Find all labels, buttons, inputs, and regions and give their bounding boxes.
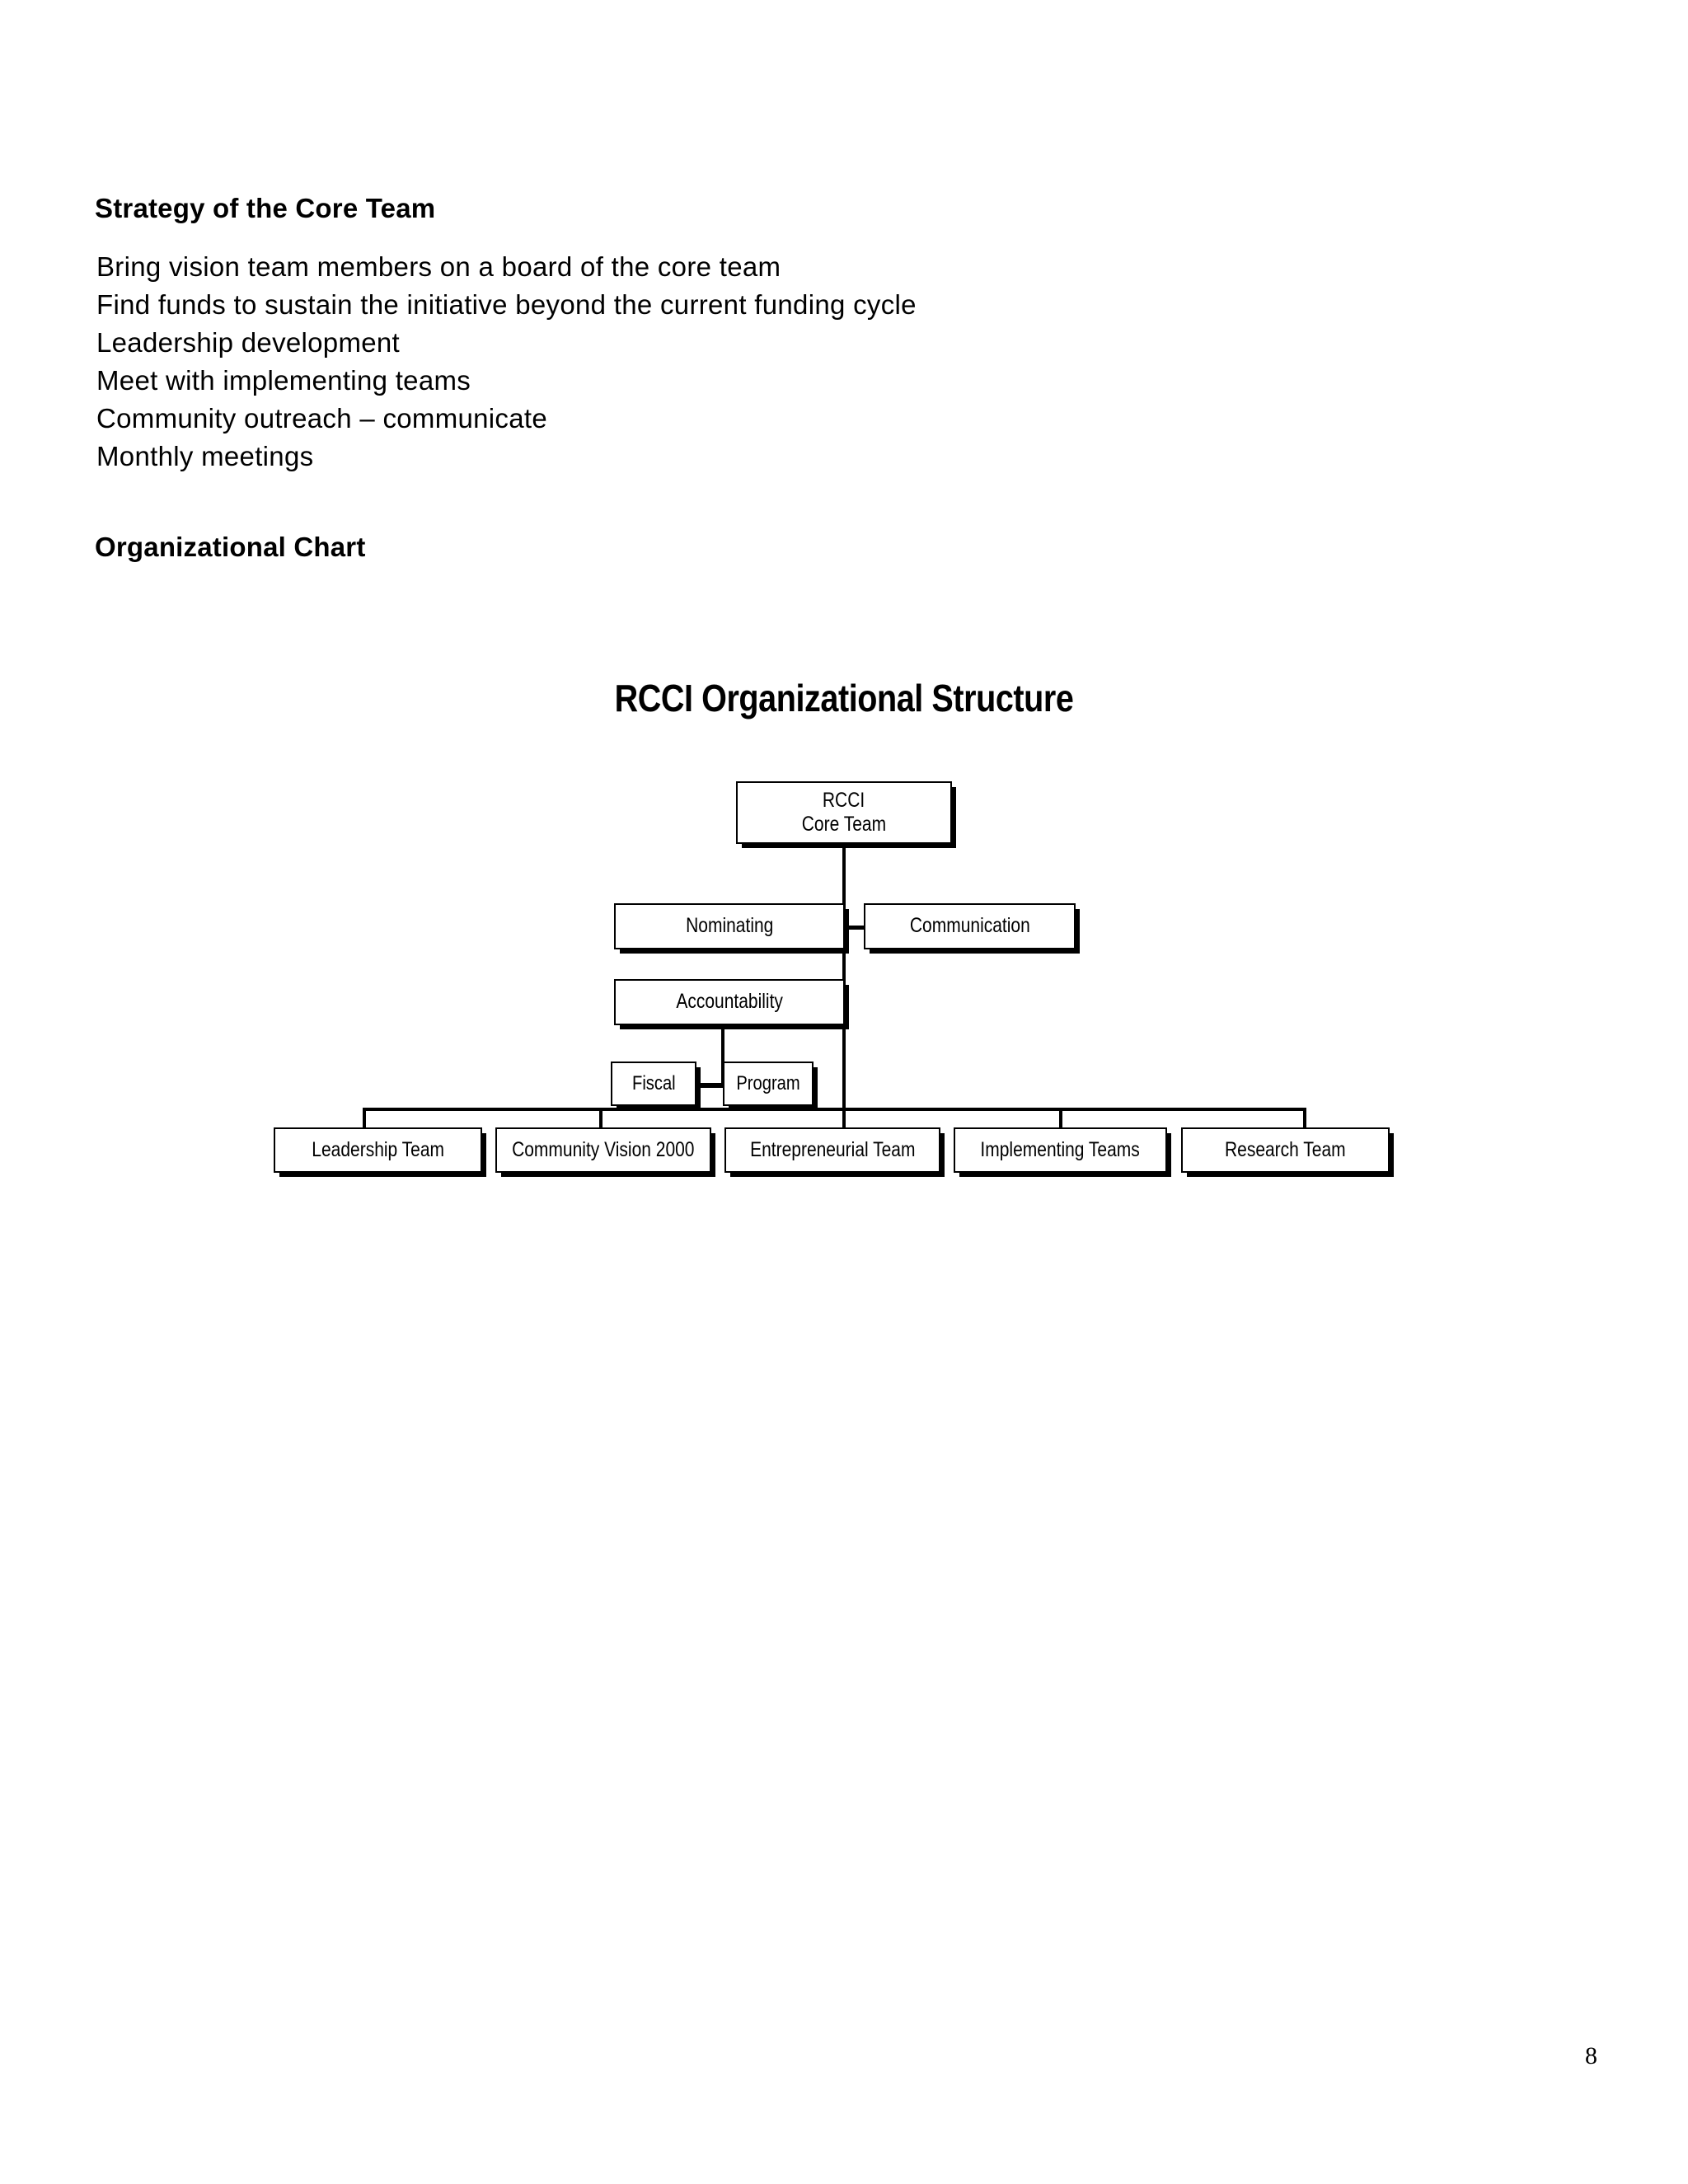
node-communication-label: Communication (909, 914, 1030, 938)
connector-bottom-bus (363, 1108, 1306, 1111)
node-program-label: Program (736, 1071, 800, 1094)
node-communication[interactable]: Communication (864, 903, 1076, 949)
connector-root-stem (842, 790, 846, 1110)
connector-bus-to-community-vision (599, 1108, 603, 1129)
connector-bus-to-research-team (1303, 1108, 1306, 1129)
strategy-line-3: Leadership development (96, 327, 401, 358)
page-number: 8 (1585, 2042, 1597, 2069)
node-implementing-teams[interactable]: Implementing Teams (954, 1127, 1167, 1173)
node-leadership-team-label: Leadership Team (312, 1137, 444, 1161)
node-fiscal[interactable]: Fiscal (611, 1062, 696, 1106)
page-title-organizational-chart: Organizational Chart (95, 532, 366, 562)
node-research-team-label: Research Team (1225, 1137, 1346, 1161)
connector-accountability-drop (721, 1022, 724, 1086)
node-accountability[interactable]: Accountability (614, 979, 845, 1025)
node-nominating-label: Nominating (685, 914, 774, 938)
node-community-vision-2000-label: Community Vision 2000 (512, 1137, 695, 1161)
node-rcci-core-team-line1: RCCI (823, 788, 865, 812)
page-title-strategy: Strategy of the Core Team (95, 193, 436, 223)
strategy-line-5: Community outreach – communicate (96, 403, 547, 434)
node-entrepreneurial-team-label: Entrepreneurial Team (749, 1137, 916, 1161)
connector-stem-to-communication (844, 926, 867, 930)
node-implementing-teams-label: Implementing Teams (980, 1137, 1141, 1161)
connector-bus-to-leadership-team (363, 1108, 366, 1129)
node-rcci-core-team[interactable]: RCCI Core Team (736, 781, 952, 844)
connector-bus-to-entrepreneurial-team (842, 1108, 846, 1129)
connector-fiscal-program-bar (695, 1083, 750, 1088)
strategy-line-2: Find funds to sustain the initiative bey… (96, 289, 917, 320)
node-rcci-core-team-line2: Core Team (801, 813, 887, 836)
node-entrepreneurial-team[interactable]: Entrepreneurial Team (724, 1127, 940, 1173)
strategy-line-4: Meet with implementing teams (96, 365, 471, 396)
strategy-line-6: Monthly meetings (96, 441, 314, 471)
node-research-team[interactable]: Research Team (1181, 1127, 1390, 1173)
connector-bus-to-implementing-teams (1059, 1108, 1062, 1129)
node-fiscal-label: Fiscal (631, 1071, 676, 1094)
node-community-vision-2000[interactable]: Community Vision 2000 (495, 1127, 711, 1173)
chart-title: RCCI Organizational Structure (614, 677, 1074, 719)
organizational-chart: RCCI Organizational Structure RCCI Core … (0, 676, 1688, 1203)
node-leadership-team[interactable]: Leadership Team (274, 1127, 482, 1173)
node-accountability-label: Accountability (676, 990, 783, 1014)
node-program[interactable]: Program (723, 1062, 814, 1106)
node-nominating[interactable]: Nominating (614, 903, 845, 949)
strategy-line-1: Bring vision team members on a board of … (96, 251, 781, 282)
